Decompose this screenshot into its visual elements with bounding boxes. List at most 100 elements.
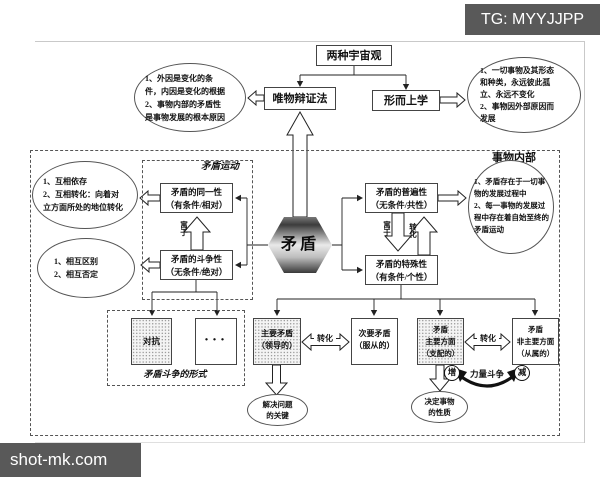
dialectics-box: 唯物辩证法 <box>264 87 336 110</box>
ellipsis-dots: ··· <box>203 332 228 348</box>
note-line: 立、永远不变化 <box>480 90 535 99</box>
decrease-circle: 减 <box>514 365 530 381</box>
secondary-contradiction-box: 次要矛盾 （服从的） <box>351 318 398 365</box>
struggle-box: 矛盾的斗争性 （无条件/绝对） <box>160 250 233 280</box>
note-line: 2、互相转化：向着对 <box>43 190 119 199</box>
struggle-forms-connectors <box>151 280 218 310</box>
note-line: 2、事物内部的矛盾性 <box>145 100 221 109</box>
note-line: 矛盾运动 <box>474 225 504 234</box>
contradiction-label: 矛盾 <box>280 236 319 253</box>
frame-top-line <box>35 41 585 42</box>
antagonism-box: 对抗 <box>131 318 172 365</box>
box-line: （服从的） <box>354 341 395 350</box>
increase-circle: 增 <box>444 365 460 381</box>
metaphysics-note-ellipse: 1、一切事物及其形态 和种类，永远彼此孤 立、永远不变化 2、事物因外部原因而 … <box>467 57 581 133</box>
arrowheads <box>148 81 539 316</box>
note-line: 件，内因是变化的根据 <box>145 87 225 96</box>
box-line: （有条件/相对） <box>165 200 228 210</box>
transform-label-left: 转化 <box>314 333 336 344</box>
key-to-problems-ellipse: 解决问题 的关键 <box>247 394 308 426</box>
note-line: 解决问题 <box>262 400 293 409</box>
note-line: 2、相互否定 <box>54 270 98 279</box>
open-arrow-to-key <box>264 364 289 396</box>
box-line: （有条件/个性） <box>370 272 433 282</box>
dialectics-label: 唯物辩证法 <box>272 93 328 105</box>
box-line: （从属的） <box>516 349 555 358</box>
note-line: 1、互相依存 <box>43 177 87 186</box>
note-line: 是事物发展的根本原因 <box>145 113 225 122</box>
open-arrow-dialectics-note <box>247 89 265 107</box>
open-arrow-universality-down <box>383 212 413 252</box>
power-struggle-label: 力量斗争 <box>469 369 504 379</box>
resides-in-label-right: 寓于 <box>382 221 392 236</box>
box-line: 矛盾 <box>528 325 543 334</box>
box-line: 矛盾的斗争性 <box>170 254 222 264</box>
note-line: 2、每一事物的发展过 <box>474 201 546 210</box>
transform-label-right: 转化 <box>477 333 499 344</box>
metaphysics-box: 形而上学 <box>372 90 440 111</box>
increase-label: 增 <box>447 367 457 377</box>
particularity-tree-connectors <box>276 285 536 310</box>
box-line: 主要方面 <box>425 337 456 346</box>
decrease-label: 减 <box>517 367 527 377</box>
identity-note-ellipse: 1、互相依存 2、互相转化：向着对 立方面所处的地位转化 <box>32 161 138 229</box>
transform-label-vertical: 转化 <box>408 223 418 238</box>
cosmos-box: 两种宇宙观 <box>316 45 392 66</box>
note-line: 立方面所处的地位转化 <box>43 203 123 212</box>
metaphysics-label: 形而上学 <box>384 95 428 107</box>
note-line: 1、一切事物及其形态 <box>480 66 555 75</box>
watermark-site: shot-mk.com <box>0 443 141 477</box>
note-line: 的性质 <box>428 408 451 417</box>
open-arrow-metaphysics-note <box>439 91 466 109</box>
struggle-forms-label: 矛盾斗争的形式 <box>143 369 207 379</box>
universality-note-ellipse: 1、矛盾存在于一切事 物的发展过程中 2、每一事物的发展过 程中存在着自始至终的… <box>468 160 554 254</box>
dialectics-note-ellipse: 1、外因是变化的条 件，内因是变化的根据 2、事物内部的矛盾性 是事物发展的根本… <box>134 63 246 132</box>
struggle-forms-region <box>107 310 245 386</box>
note-line: 物的发展过程中 <box>474 189 527 198</box>
frame-right-line <box>584 41 585 443</box>
box-line: 矛盾的特殊性 <box>375 259 427 269</box>
watermark-site-text: shot-mk.com <box>10 450 108 469</box>
box-line: （领导的） <box>257 341 297 350</box>
box-line: 非主要方面 <box>516 337 555 346</box>
main-contradiction-box: 主要矛盾 （领导的） <box>253 318 301 365</box>
box-line: （无条件/绝对） <box>165 267 228 277</box>
resides-in-label-left: 寓于 <box>179 221 189 236</box>
hexagon-right-connectors <box>332 197 357 271</box>
frame-bottom-line <box>35 442 585 443</box>
other-forms-box: ··· <box>195 318 237 365</box>
note-line: 决定事物 <box>424 397 455 406</box>
note-line: 1、外因是变化的条 <box>145 74 213 83</box>
box-line: 主要矛盾 <box>261 329 293 338</box>
box-line: 次要矛盾 <box>358 329 391 338</box>
box-line: 矛盾 <box>433 325 448 334</box>
identity-box: 矛盾的同一性 （有条件/相对） <box>160 183 233 213</box>
inner-of-things-region <box>30 150 560 436</box>
watermark-telegram: TG: MYYJJPP <box>465 4 600 35</box>
note-line: 的关键 <box>266 411 289 420</box>
cosmos-label: 两种宇宙观 <box>326 50 382 62</box>
open-arrow-up-to-dialectics <box>286 110 314 218</box>
contradiction-movement-region <box>142 160 253 300</box>
nature-of-things-ellipse: 决定事物 的性质 <box>411 391 468 423</box>
note-line: 1、相互区别 <box>54 257 98 266</box>
box-line: 矛盾的普遍性 <box>375 187 427 197</box>
box-line: （无条件/共性） <box>370 200 433 210</box>
box-line: 矛盾的同一性 <box>170 187 222 197</box>
note-line: 2、事物因外部原因而 <box>480 102 555 111</box>
note-line: 和种类，永远彼此孤 <box>480 78 551 87</box>
particularity-box: 矛盾的特殊性 （有条件/个性） <box>365 255 438 285</box>
minor-aspect-box: 矛盾 非主要方面 （从属的） <box>512 318 559 365</box>
box-line: （支配的） <box>421 349 460 358</box>
open-arrow-universality-note <box>437 189 467 207</box>
note-line: 发展 <box>480 114 496 123</box>
top-tree-connectors <box>299 66 407 84</box>
contradiction-movement-label: 矛盾运动 <box>194 161 246 174</box>
note-line: 程中存在着自始至终的 <box>474 213 549 222</box>
universality-box: 矛盾的普遍性 （无条件/共性） <box>365 183 438 213</box>
hexagon-left-connectors <box>237 197 268 266</box>
power-struggle-curve <box>458 373 516 388</box>
struggle-note-ellipse: 1、相互区别 2、相互否定 <box>37 238 135 298</box>
